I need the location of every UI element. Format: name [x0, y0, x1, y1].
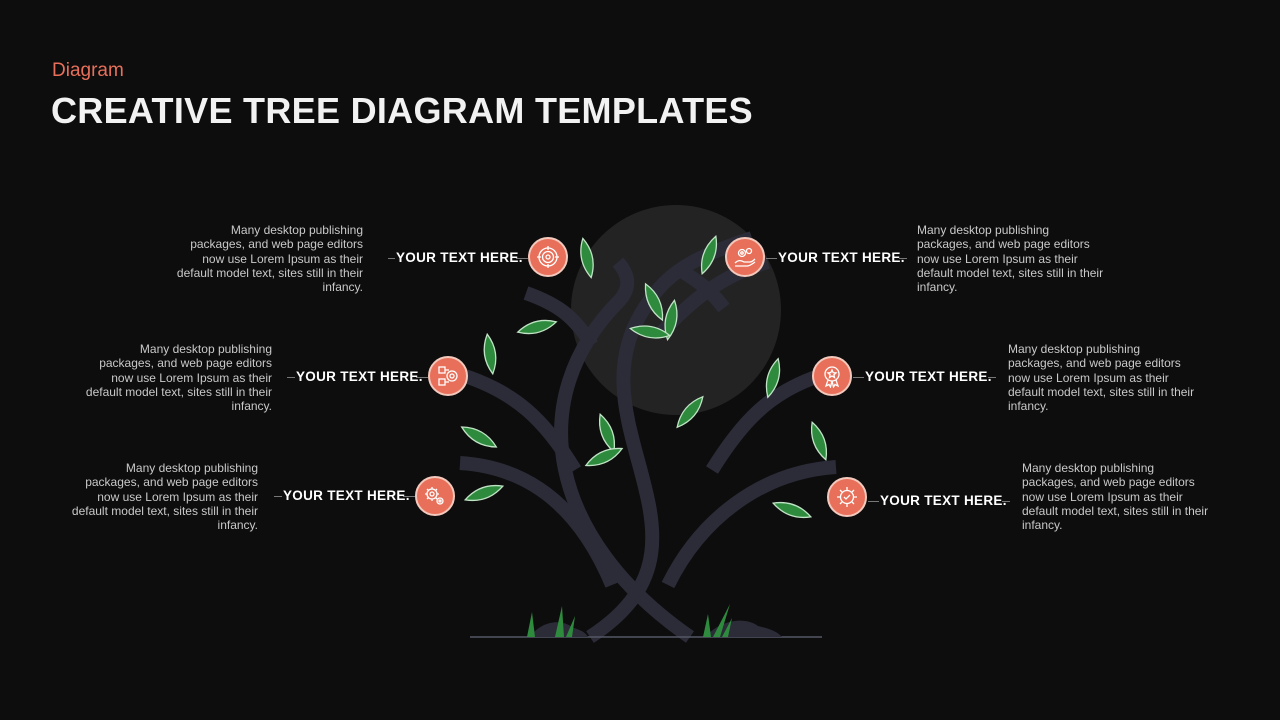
item-6-label: YOUR TEXT HERE. — [880, 493, 1007, 508]
item-4-connector-inner — [766, 258, 777, 259]
item-2-connector — [287, 377, 295, 378]
item-1-description: Many desktop publishing packages, and we… — [173, 223, 363, 294]
item-3-label: YOUR TEXT HERE. — [283, 488, 410, 503]
item-4-label: YOUR TEXT HERE. — [778, 250, 905, 265]
item-1-connector — [388, 258, 395, 259]
leaf — [595, 412, 619, 453]
gears-icon — [423, 484, 447, 508]
item-5-connector — [988, 377, 996, 378]
item-3-connector — [274, 496, 282, 497]
item-4-connector — [899, 258, 907, 259]
item-5-node — [812, 356, 852, 396]
strategy-icon — [436, 364, 460, 388]
target-icon — [536, 245, 560, 269]
item-2-connector-inner — [416, 377, 428, 378]
item-6-node — [827, 477, 867, 517]
grass-right — [703, 604, 732, 637]
item-1-node — [528, 237, 568, 277]
item-2-description: Many desktop publishing packages, and we… — [82, 342, 272, 413]
item-5-label: YOUR TEXT HERE. — [865, 369, 992, 384]
item-1-connector-inner — [516, 258, 528, 259]
leaf — [463, 481, 504, 505]
leaf — [482, 333, 498, 374]
item-4-node — [725, 237, 765, 277]
leaf — [807, 420, 831, 461]
leaf — [516, 317, 557, 338]
item-5-connector-inner — [853, 377, 864, 378]
item-6-connector — [1002, 501, 1010, 502]
hand-gears-icon — [733, 245, 757, 269]
item-3-connector-inner — [403, 496, 415, 497]
item-6-connector-inner — [868, 501, 879, 502]
item-3-node — [415, 476, 455, 516]
item-3-description: Many desktop publishing packages, and we… — [68, 461, 258, 532]
item-2-node — [428, 356, 468, 396]
item-6-description: Many desktop publishing packages, and we… — [1022, 461, 1212, 532]
leaf — [771, 498, 812, 522]
leaf — [459, 422, 499, 452]
item-5-description: Many desktop publishing packages, and we… — [1008, 342, 1198, 413]
award-badge-icon — [820, 364, 844, 388]
gear-check-icon — [835, 485, 859, 509]
branch-right-low — [668, 467, 836, 585]
leaf — [584, 444, 625, 471]
item-2-label: YOUR TEXT HERE. — [296, 369, 423, 384]
item-4-description: Many desktop publishing packages, and we… — [917, 223, 1107, 294]
item-1-label: YOUR TEXT HERE. — [396, 250, 523, 265]
